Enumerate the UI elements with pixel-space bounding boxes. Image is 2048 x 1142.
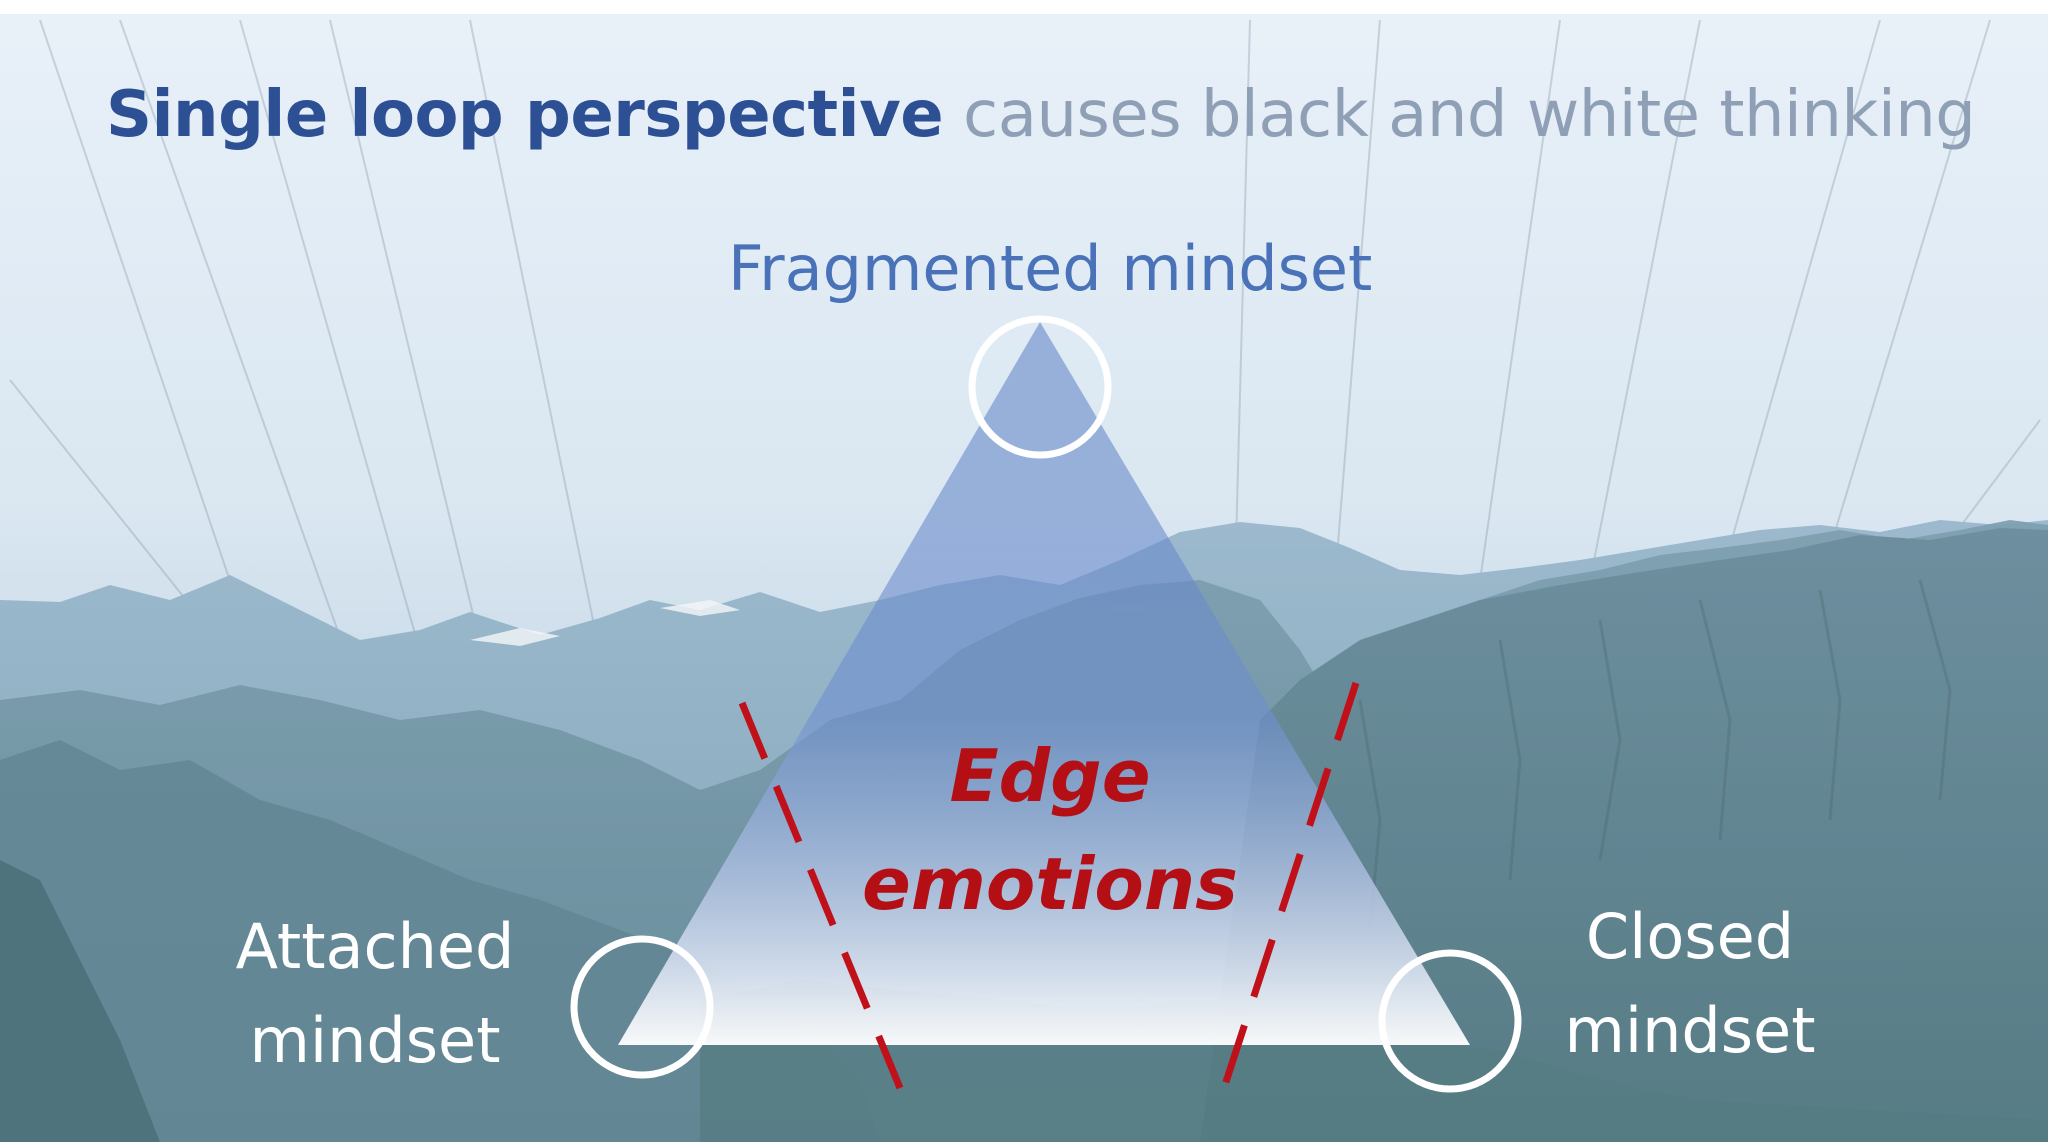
fragmented-mindset-label: Fragmented mindset	[728, 232, 1373, 305]
left-vertex-circle	[570, 935, 714, 1079]
attached-mindset-label: Attached mindset	[235, 910, 515, 1077]
right-vertex-circle	[1378, 949, 1522, 1093]
title-subtext: causes black and white thinking	[963, 78, 1976, 152]
edge-emotions-label: Edge emotions	[862, 734, 1238, 926]
slide-title: Single loop perspective causes black and…	[106, 78, 1976, 152]
top-vertex-circle	[968, 315, 1112, 459]
left-dashed-boundary	[738, 701, 904, 1090]
title-emphasis: Single loop perspective	[106, 78, 944, 152]
right-dashed-boundary	[1220, 681, 1360, 1090]
mindset-triangle	[618, 322, 1470, 1045]
closed-mindset-label: Closed mindset	[1564, 900, 1816, 1067]
